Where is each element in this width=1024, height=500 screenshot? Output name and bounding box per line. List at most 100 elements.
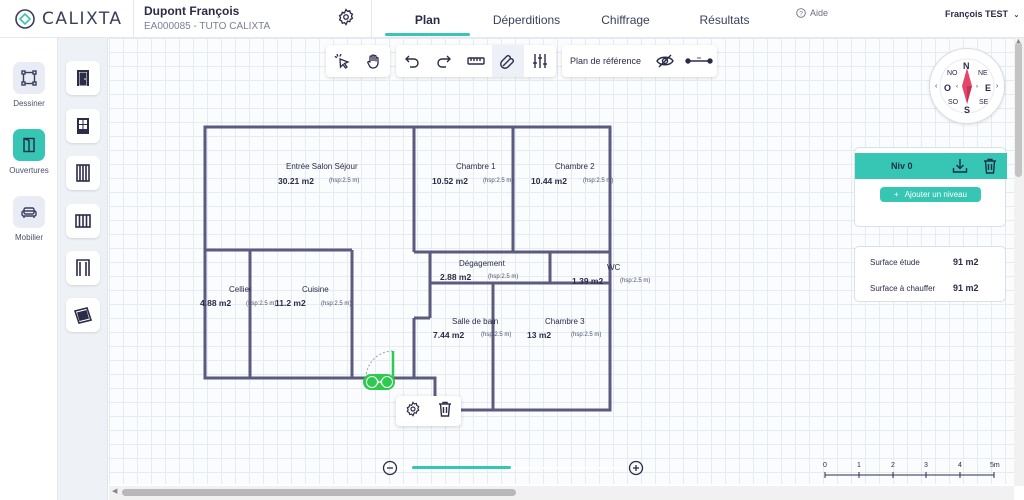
room-area: 30.21 m2	[278, 176, 314, 186]
main-tabs: Plan Déperditions Chiffrage Résultats	[385, 0, 781, 38]
toggle-visibility-button[interactable]	[649, 45, 681, 77]
download-level-button[interactable]	[952, 158, 968, 179]
plan-toolbar: Plan de référence	[326, 45, 718, 77]
zoom-out-button[interactable]	[382, 460, 398, 481]
surface-label: Surface étude	[870, 258, 920, 267]
element-settings-button[interactable]	[405, 400, 421, 422]
reference-plan-button[interactable]: Plan de référence	[570, 56, 642, 66]
chevron-down-icon: ⌄	[1013, 12, 1020, 19]
sidebar-item-ouvertures[interactable]: Ouvertures	[0, 129, 58, 175]
palette-item-glazed-door[interactable]	[66, 109, 100, 143]
room-height: (hsp:2.5 m)	[329, 178, 360, 184]
pan-tool-button[interactable]	[358, 45, 390, 77]
orientation-compass[interactable]: ‹ › N S O E NO NE SO SE ‹ ›	[929, 48, 1005, 124]
tab-chiffrage[interactable]: Chiffrage	[601, 13, 650, 27]
delete-level-button[interactable]	[983, 158, 997, 179]
tab-plan[interactable]: Plan	[385, 0, 470, 38]
rotate-right-icon[interactable]: ›	[996, 83, 999, 90]
palette-item-french-window[interactable]	[66, 251, 100, 285]
room-name: Chambre 1	[456, 162, 496, 171]
rotate-left-icon[interactable]: ‹	[935, 83, 938, 90]
surface-value: 91 m2	[953, 257, 979, 267]
dimension-line-button[interactable]	[681, 45, 717, 77]
select-tool-button[interactable]	[326, 45, 358, 77]
sidebar-item-dessiner[interactable]: Dessiner	[0, 62, 58, 108]
ruler-icon	[467, 57, 485, 65]
tab-deperditions[interactable]: Déperditions	[492, 13, 561, 27]
palette-item-door[interactable]	[66, 61, 100, 95]
surface-value: 91 m2	[953, 283, 979, 293]
room-name: Entrée Salon Séjour	[286, 162, 358, 171]
gear-icon	[406, 400, 420, 417]
room-height: (hsp:2.5 m)	[246, 301, 277, 307]
tab-resultats[interactable]: Résultats	[699, 13, 750, 27]
room-area: 10.52 m2	[432, 176, 468, 186]
horizontal-scrollbar-thumb[interactable]	[122, 489, 516, 496]
palette-item-roof-window[interactable]	[66, 298, 100, 332]
sidebar-item-label: Ouvertures	[9, 166, 49, 175]
sidebar-button[interactable]	[13, 196, 45, 228]
room-name: Cuisine	[302, 285, 329, 294]
user-menu[interactable]: François TEST ⌄	[945, 9, 1019, 19]
levels-panel: Niv 0 + Ajouter un niveau	[854, 147, 1007, 227]
sidebar-button[interactable]	[13, 129, 45, 161]
vertical-scrollbar[interactable]	[1014, 38, 1024, 486]
compass-northwest: NO	[947, 70, 958, 77]
level-row-active[interactable]: Niv 0	[855, 153, 1007, 179]
compass-northeast: NE	[978, 70, 988, 77]
scroll-up-icon[interactable]: ▲	[1015, 38, 1022, 45]
zoom-slider-track[interactable]	[402, 467, 622, 469]
user-name: François TEST	[945, 9, 1009, 19]
magnet-tool-button[interactable]	[492, 45, 524, 77]
door-opening-icon	[23, 137, 35, 153]
room-height: (hsp:2.5 m)	[321, 301, 352, 307]
compass-west: O	[944, 83, 952, 93]
openings-palette	[58, 38, 108, 500]
room-area: 1.39 m2	[572, 276, 604, 286]
trash-icon	[439, 401, 452, 417]
room-name: Chambre 3	[545, 317, 585, 326]
compass-needle-icon: ‹ ›	[939, 58, 995, 114]
adjust-settings-button[interactable]	[524, 45, 556, 77]
undo-button[interactable]	[396, 45, 428, 77]
help-circle-icon: ?	[796, 8, 806, 18]
scale-tick-label: 3	[924, 462, 928, 469]
brand-logo[interactable]: CALIXTA	[14, 8, 123, 30]
zoom-in-button[interactable]	[628, 460, 644, 481]
room-area: 10.44 m2	[531, 176, 567, 186]
glazed-door-icon	[77, 118, 89, 134]
room-name: WC	[607, 263, 621, 272]
room-height: (hsp:2.5 m)	[583, 178, 614, 184]
room-name: Chambre 2	[555, 162, 595, 171]
help-link[interactable]: ? Aide	[796, 8, 828, 18]
room-area: 4.88 m2	[200, 298, 232, 308]
add-level-button[interactable]: + Ajouter un niveau	[880, 187, 981, 202]
cursor-click-icon	[334, 53, 350, 69]
scale-tick-label: 0	[823, 462, 827, 469]
toolbar-group-reference: Plan de référence	[562, 45, 718, 77]
measure-tool-button[interactable]	[460, 45, 492, 77]
palette-item-window-double[interactable]	[66, 156, 100, 190]
project-code: EA000085 - TUTO CALIXTA	[144, 21, 271, 32]
dimension-line-icon	[685, 57, 713, 64]
room-name: Dégagement	[459, 259, 505, 268]
scale-bar	[824, 472, 995, 478]
palette-item-window[interactable]	[66, 204, 100, 238]
room-height: (hsp:2.5 m)	[481, 332, 512, 338]
zoom-slider-fill[interactable]	[412, 466, 511, 469]
sidebar-item-label: Mobilier	[14, 233, 43, 242]
room-area: 13 m2	[527, 330, 552, 340]
vertical-scrollbar-thumb[interactable]	[1015, 42, 1022, 177]
tool-sidebar: Dessiner Ouvertures Mobilier	[0, 38, 58, 500]
plus-circle-icon	[628, 460, 644, 476]
sliders-icon	[533, 54, 547, 68]
scale-tick-label: 5m	[990, 462, 1000, 469]
sidebar-button[interactable]	[13, 62, 45, 94]
sidebar-item-mobilier[interactable]: Mobilier	[0, 196, 58, 242]
window-icon	[75, 214, 91, 228]
scroll-left-icon[interactable]: ◀	[112, 488, 118, 495]
project-settings-button[interactable]	[337, 8, 355, 31]
redo-button[interactable]	[428, 45, 460, 77]
delete-element-button[interactable]	[438, 401, 452, 422]
calixta-logo-icon	[15, 9, 35, 29]
